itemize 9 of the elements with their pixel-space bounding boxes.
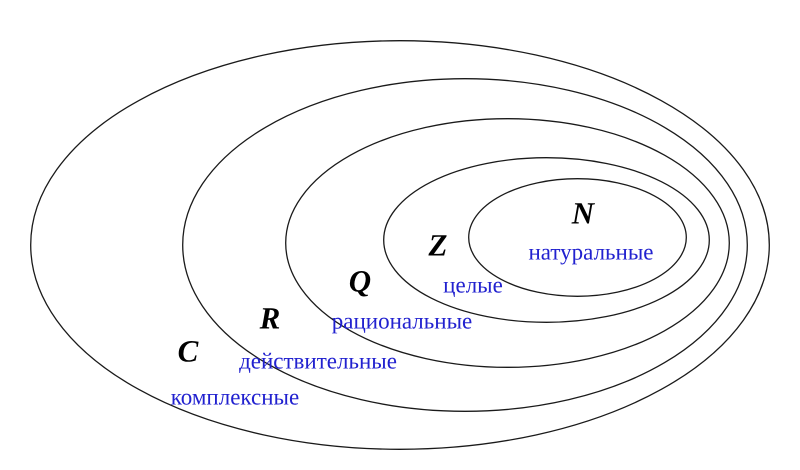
set-name: натуральные bbox=[528, 240, 654, 264]
set-symbol: Z bbox=[428, 230, 448, 260]
set-ellipse bbox=[30, 40, 770, 450]
set-name: комплексные bbox=[170, 386, 300, 408]
set-name: целые bbox=[443, 274, 503, 296]
set-symbol: R bbox=[260, 302, 280, 334]
set-symbol: C bbox=[178, 336, 198, 366]
set-symbol: Q bbox=[348, 266, 372, 296]
set-symbol: N bbox=[572, 198, 594, 228]
